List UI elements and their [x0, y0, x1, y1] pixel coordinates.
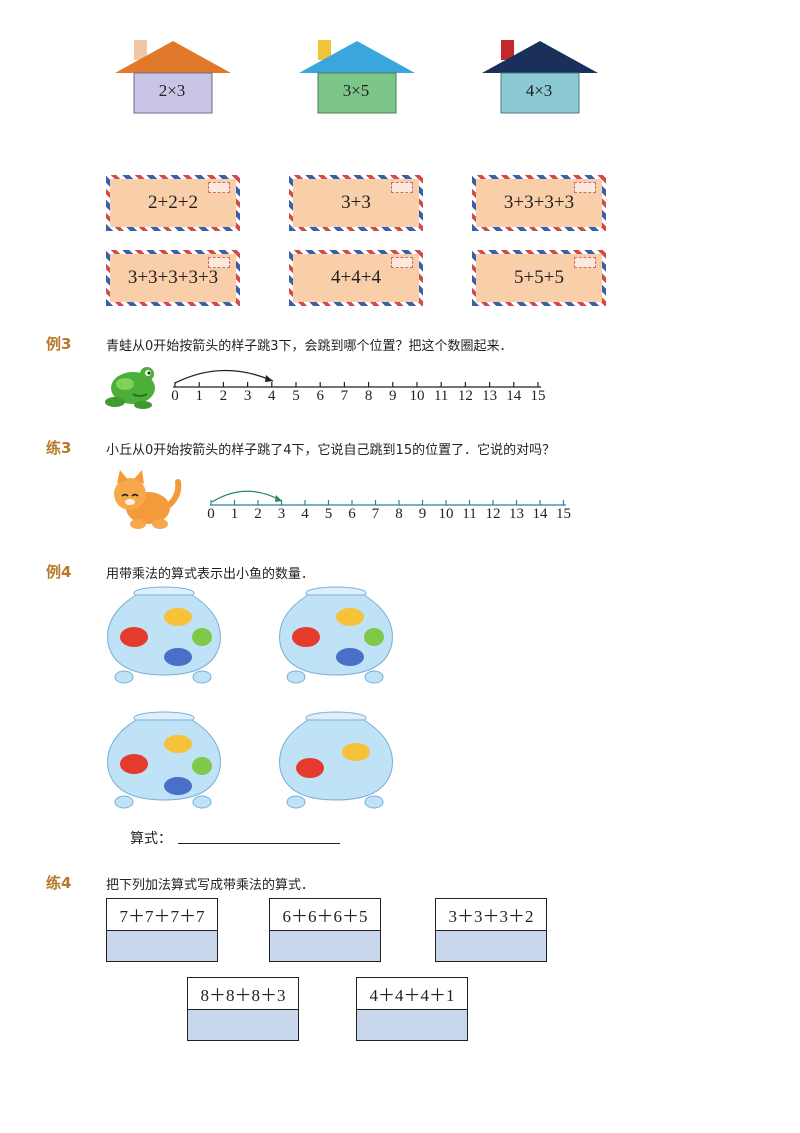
house-1-drawing	[115, 40, 231, 114]
number-label-0[interactable]: 0	[207, 506, 215, 522]
house-1-expression: 2×3	[158, 81, 186, 100]
exercise-answer-cell[interactable]	[357, 1010, 467, 1042]
exercise-expression: 8＋8＋8＋3	[188, 978, 298, 1010]
fishbowl-4	[279, 711, 393, 809]
number-label-9[interactable]: 9	[389, 388, 397, 404]
number-label-11[interactable]: 11	[462, 506, 477, 522]
frog-number-line	[173, 369, 541, 388]
number-label-1[interactable]: 1	[195, 388, 203, 404]
number-label-6[interactable]: 6	[348, 506, 356, 522]
cat-number-line	[210, 490, 566, 506]
practice-3-question: 小丘从0开始按箭头的样子跳了4下，它说自己跳到15的位置了．它说的对吗？	[106, 443, 556, 458]
exercise-box-1: 7＋7＋7＋7	[106, 898, 218, 962]
envelope-4: 3+3+3+3+3	[106, 250, 240, 306]
stamp-icon	[391, 182, 413, 193]
stamp-icon	[391, 257, 413, 268]
stamp-icon	[574, 182, 596, 193]
exercise-expression: 3＋3＋3＋2	[436, 899, 546, 931]
number-label-8[interactable]: 8	[364, 388, 373, 404]
fishbowl-3	[107, 711, 221, 809]
number-label-2[interactable]: 2	[254, 506, 262, 522]
house-1: 2×3	[115, 38, 235, 118]
number-label-6[interactable]: 6	[316, 388, 324, 404]
number-label-12[interactable]: 12	[457, 388, 473, 404]
envelope-expression: 5+5+5	[514, 267, 564, 288]
envelope-expression: 3+3+3+3	[503, 192, 575, 213]
number-label-14[interactable]: 14	[506, 388, 522, 404]
number-label-3[interactable]: 3	[277, 506, 286, 522]
fishbowl-2	[279, 586, 393, 684]
example-3-tag: 例3	[46, 335, 72, 353]
example-4-tag: 例4	[46, 563, 72, 581]
exercise-box-4: 8＋8＋8＋3	[187, 977, 299, 1041]
stamp-icon	[574, 257, 596, 268]
number-label-14[interactable]: 14	[532, 506, 548, 522]
exercise-box-3: 3＋3＋3＋2	[435, 898, 547, 962]
number-label-5[interactable]: 5	[324, 506, 333, 522]
practice-3-tag: 练3	[46, 439, 72, 457]
number-label-3[interactable]: 3	[243, 388, 252, 404]
stamp-icon	[208, 182, 230, 193]
number-label-15[interactable]: 15	[556, 506, 571, 522]
house-3: 4×3	[482, 38, 602, 118]
envelope-expression: 3+3+3+3+3	[127, 267, 219, 288]
frog-icon	[105, 367, 155, 409]
house-3-drawing	[482, 40, 598, 114]
exercise-box-5: 4＋4＋4＋1	[356, 977, 468, 1041]
exercise-expression: 6＋6＋6＋5	[270, 899, 380, 931]
practice-4-question: 把下列加法算式写成带乘法的算式．	[106, 878, 315, 893]
exercise-expression: 4＋4＋4＋1	[357, 978, 467, 1010]
formula-label: 算式：	[130, 832, 172, 847]
exercise-answer-cell[interactable]	[436, 931, 546, 963]
house-3-expression: 4×3	[525, 81, 553, 100]
number-label-4[interactable]: 4	[268, 388, 276, 404]
number-label-1[interactable]: 1	[230, 506, 239, 522]
number-label-13[interactable]: 13	[482, 388, 498, 404]
envelope-expression: 4+4+4	[331, 267, 381, 288]
exercise-box-2: 6＋6＋6＋5	[269, 898, 381, 962]
envelope-expression: 3+3	[341, 192, 371, 213]
envelope-3: 3+3+3+3	[472, 175, 606, 231]
envelope-2: 3+3	[289, 175, 423, 231]
envelope-6: 5+5+5	[472, 250, 606, 306]
number-label-10[interactable]: 10	[409, 388, 425, 404]
number-label-9[interactable]: 9	[418, 506, 427, 522]
exercise-answer-cell[interactable]	[270, 931, 380, 963]
number-label-0[interactable]: 0	[171, 388, 179, 404]
envelope-1: 2+2+2	[106, 175, 240, 231]
fishbowl-1	[107, 586, 221, 684]
envelope-expression: 2+2+2	[148, 192, 198, 213]
number-label-7[interactable]: 7	[340, 388, 349, 404]
number-label-10[interactable]: 10	[438, 506, 454, 522]
number-label-15[interactable]: 15	[530, 388, 546, 404]
number-label-13[interactable]: 13	[509, 506, 524, 522]
house-2-expression: 3×5	[342, 81, 370, 100]
house-2: 3×5	[299, 38, 419, 118]
cat-icon	[114, 470, 182, 529]
number-label-2[interactable]: 2	[219, 388, 228, 404]
practice-4-tag: 练4	[46, 874, 72, 892]
example-3-question: 青蛙从0开始按箭头的样子跳3下，会跳到哪个位置？把这个数圈起来．	[106, 339, 513, 354]
house-2-drawing	[299, 40, 415, 114]
formula-answer-line[interactable]	[178, 843, 340, 844]
number-label-8[interactable]: 8	[395, 506, 403, 522]
exercise-answer-cell[interactable]	[107, 931, 217, 963]
stamp-icon	[208, 257, 230, 268]
number-label-11[interactable]: 11	[433, 388, 449, 404]
exercise-answer-cell[interactable]	[188, 1010, 298, 1042]
example-4-question: 用带乘法的算式表示出小鱼的数量．	[106, 567, 315, 582]
number-label-5[interactable]: 5	[292, 388, 300, 404]
envelope-5: 4+4+4	[289, 250, 423, 306]
number-label-12[interactable]: 12	[485, 506, 501, 522]
exercise-expression: 7＋7＋7＋7	[107, 899, 217, 931]
number-label-4[interactable]: 4	[301, 506, 309, 522]
number-label-7[interactable]: 7	[371, 506, 380, 522]
